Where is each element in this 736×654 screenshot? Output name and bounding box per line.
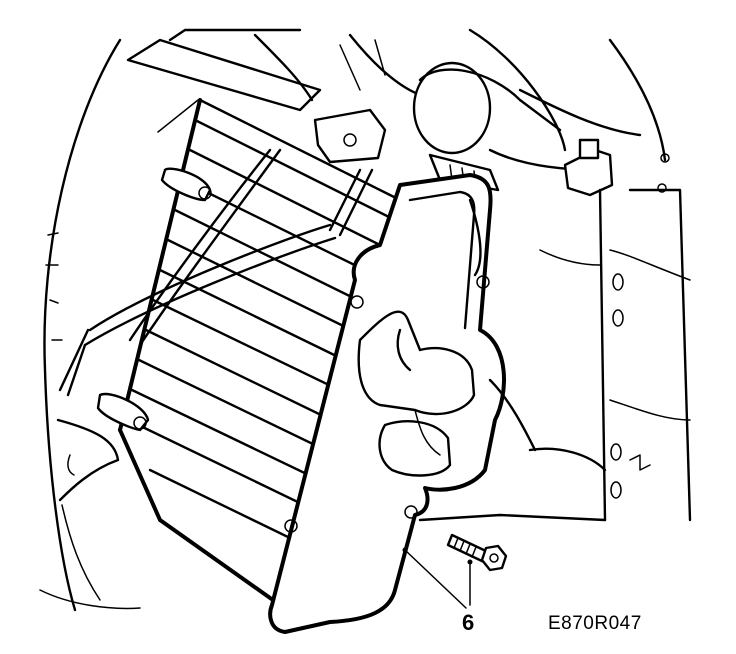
callout-6-leaders: [402, 547, 473, 609]
bolt-item-6: [446, 533, 508, 572]
engine-hoses: [126, 28, 692, 522]
callout-label-6: 6: [462, 610, 475, 635]
hose-clips: [313, 108, 614, 197]
body-panel-left: [39, 38, 141, 612]
radiator-end-cover: [268, 173, 537, 634]
figure-code: E870R047: [548, 613, 642, 634]
engine-block-right: [418, 188, 691, 522]
radiator-fins: [126, 99, 397, 557]
